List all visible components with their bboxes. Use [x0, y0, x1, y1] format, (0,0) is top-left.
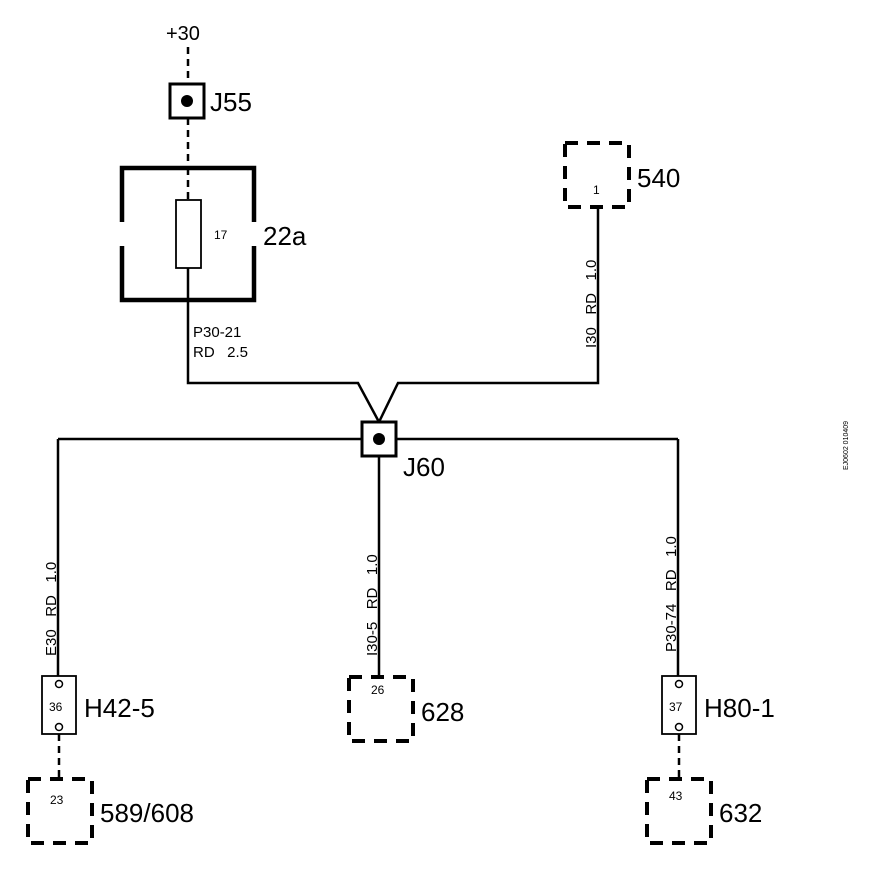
component-628-pin: 26: [371, 683, 385, 697]
fuse-box-label: 22a: [263, 221, 307, 251]
supply-label: +30: [166, 23, 200, 45]
h42-pin-number: 36: [49, 700, 63, 714]
j55-junction-dot: [181, 95, 193, 107]
h42-label: H42-5: [84, 693, 155, 723]
right-wire-label: P30-74 RD 1.0: [663, 536, 680, 652]
component-540-label: 540: [637, 163, 680, 193]
fuse-to-j60-wire: [186, 300, 381, 423]
fuse-wire-label-line2: RD 2.5: [193, 344, 248, 361]
left-wire-label: E30 RD 1.0: [43, 562, 60, 656]
h80-pin-number: 37: [669, 700, 683, 714]
h80-pin-bottom: [674, 722, 684, 732]
component-632-box: [645, 777, 713, 845]
component-540-box: [563, 141, 631, 209]
component-589-pin: 23: [50, 793, 64, 807]
j55-label: J55: [210, 87, 252, 117]
fuse-element: [175, 199, 202, 269]
h42-pin-top: [54, 679, 64, 689]
j60-junction-dot: [373, 433, 385, 445]
component-540-pin: 1: [593, 183, 600, 197]
fuse-wire-label-line1: P30-21: [193, 324, 241, 341]
component-632-label: 632: [719, 798, 762, 828]
h42-pin-bottom: [54, 722, 64, 732]
component-589-label: 589/608: [100, 798, 194, 828]
component-632-pin: 43: [669, 789, 683, 803]
component-628-label: 628: [421, 697, 464, 727]
j60-label: J60: [403, 452, 445, 482]
fuse-number: 17: [214, 228, 228, 242]
reference-code: EJ0602 010409: [843, 421, 850, 470]
h80-label: H80-1: [704, 693, 775, 723]
h80-pin-top: [674, 679, 684, 689]
mid-wire-label: I30-5 RD 1.0: [364, 554, 381, 656]
component-589-box: [26, 777, 94, 845]
c540-to-j60-wire: [377, 207, 600, 423]
c540-wire-label: I30 RD 1.0: [583, 260, 600, 348]
component-628-box: [347, 675, 415, 743]
